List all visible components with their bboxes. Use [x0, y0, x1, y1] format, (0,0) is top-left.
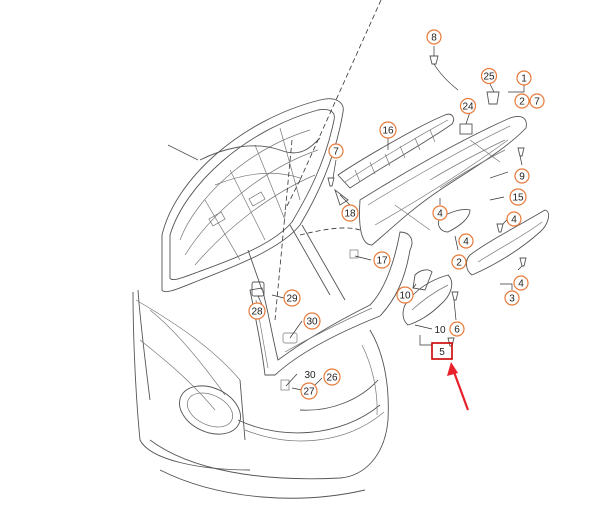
opening-trim-panel [249, 231, 413, 391]
svg-text:2: 2 [456, 258, 462, 269]
callout-4-right: 4 [506, 211, 522, 227]
red-arrow-icon [447, 362, 470, 411]
callout-4-lower: 4 [513, 275, 529, 291]
callout-25: 25 [480, 67, 498, 85]
svg-text:9: 9 [519, 172, 525, 183]
callout-17: 17 [373, 251, 391, 269]
leader-lines [257, 46, 525, 391]
fasteners [327, 55, 527, 347]
callout-27: 27 [300, 382, 318, 400]
callout-7-left: 7 [328, 143, 344, 159]
svg-text:10: 10 [434, 325, 446, 336]
svg-text:8: 8 [431, 33, 437, 44]
svg-text:10: 10 [399, 291, 411, 302]
svg-text:4: 4 [518, 279, 524, 290]
svg-text:26: 26 [326, 373, 338, 384]
svg-text:27: 27 [303, 387, 315, 398]
callout-4-mid: 4 [458, 233, 474, 249]
callout-18: 18 [341, 204, 359, 222]
tailgate-lid [161, 98, 344, 293]
side-panel-lower [402, 209, 550, 326]
assembly-lines [274, 0, 382, 321]
svg-text:18: 18 [344, 209, 356, 220]
svg-text:15: 15 [512, 193, 524, 204]
callout-28: 28 [248, 302, 266, 320]
svg-text:24: 24 [462, 102, 474, 113]
callout-30-upper: 30 [303, 312, 321, 330]
callout-4-center: 4 [432, 205, 448, 221]
callout-10-upper: 10 [396, 286, 414, 304]
upper-trim-16 [334, 113, 455, 206]
callout-8: 8 [426, 29, 442, 45]
svg-text:7: 7 [534, 97, 540, 108]
callout-7-top: 7 [529, 93, 545, 109]
svg-text:25: 25 [483, 72, 495, 83]
callout-24: 24 [459, 97, 477, 115]
svg-text:4: 4 [511, 215, 517, 226]
callout-16: 16 [379, 121, 397, 139]
callout-29: 29 [283, 289, 301, 307]
svg-text:30: 30 [306, 317, 318, 328]
svg-text:3: 3 [509, 294, 515, 305]
strut-lines [247, 224, 346, 301]
label-30-lower: 30 [304, 370, 316, 381]
svg-text:7: 7 [333, 147, 339, 158]
svg-text:28: 28 [251, 307, 263, 318]
svg-text:6: 6 [454, 325, 460, 336]
highlight-box-part-5: 5 [431, 342, 453, 360]
svg-text:29: 29 [286, 294, 298, 305]
callout-2-mid: 2 [451, 254, 467, 270]
svg-text:4: 4 [437, 209, 443, 220]
callout-6: 6 [449, 321, 465, 337]
callout-9: 9 [514, 168, 530, 184]
callout-26: 26 [323, 368, 341, 386]
callout-2-top: 2 [514, 93, 530, 109]
trim-panel-main [359, 116, 527, 246]
svg-text:16: 16 [382, 126, 394, 137]
svg-text:17: 17 [376, 256, 388, 267]
highlight-label: 5 [439, 347, 445, 358]
svg-text:4: 4 [463, 237, 469, 248]
svg-text:1: 1 [521, 74, 527, 85]
vehicle-body-outline [132, 144, 389, 499]
label-10-lower: 10 [434, 325, 446, 336]
svg-text:2: 2 [519, 97, 525, 108]
callout-1: 1 [516, 70, 532, 86]
svg-text:30: 30 [304, 370, 316, 381]
callout-15: 15 [509, 188, 527, 206]
callout-3: 3 [504, 290, 520, 306]
